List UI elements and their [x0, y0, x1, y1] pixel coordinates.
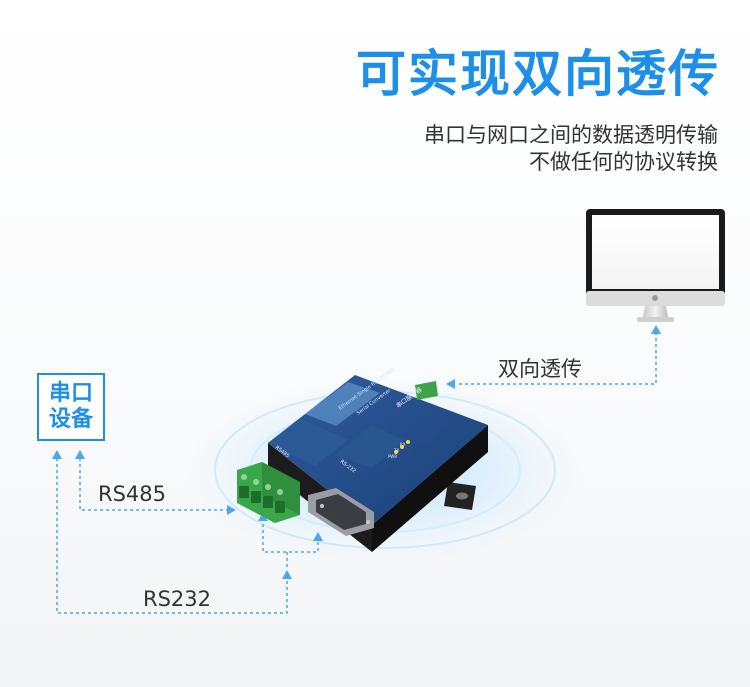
subtitle-line-1: 串口与网口之间的数据透明传输 — [424, 123, 718, 147]
computer-monitor-icon — [586, 209, 725, 322]
rs485-terminal-block — [237, 462, 300, 523]
led-label-pwr: PWR — [388, 454, 397, 459]
serial-device-box: 串口设备 — [37, 373, 105, 441]
subtitle-line-2: 不做任何的协议转换 — [529, 150, 718, 174]
bidirectional-label: 双向透传 — [498, 357, 582, 381]
serial-converter-device: 串口服务器 Ethernet-Single RS232/485 Serial C… — [237, 367, 488, 552]
connection-lines — [56, 332, 657, 614]
serial-device-label: 串口设备 — [48, 381, 93, 432]
led-label-rx: RX — [400, 442, 406, 447]
rs232-label: RS232 — [143, 587, 212, 611]
led-label-tx: TX — [393, 448, 399, 453]
page-title: 可实现双向透传 — [356, 45, 720, 103]
rs485-label: RS485 — [98, 482, 167, 506]
db9-connector — [308, 488, 374, 536]
